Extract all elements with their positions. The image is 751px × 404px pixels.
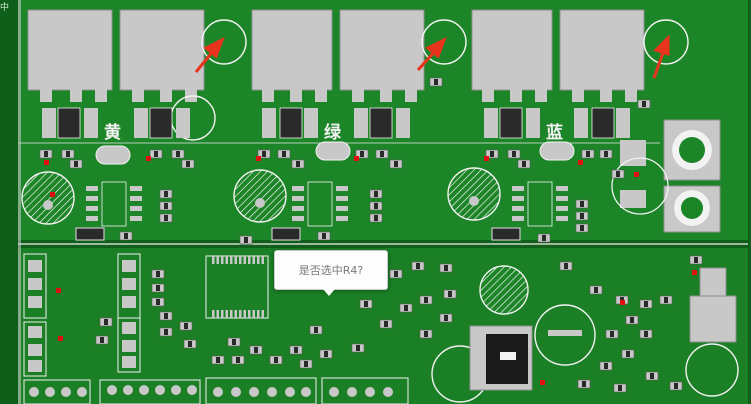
- tooltip-text: 是否选中R4?: [298, 264, 364, 277]
- smd-transistor-row[interactable]: [42, 107, 630, 139]
- soic-chips[interactable]: [86, 181, 568, 227]
- red-arrow-icon: [194, 34, 670, 79]
- sot-transistors[interactable]: [75, 227, 521, 241]
- voltage-regulator[interactable]: [469, 267, 737, 391]
- bottom-connectors[interactable]: [23, 377, 409, 404]
- silk-label-blue: 蓝: [546, 123, 563, 143]
- large-pad-group[interactable]: [27, 9, 645, 91]
- fpc-connector[interactable]: [205, 255, 269, 319]
- power-connector[interactable]: [611, 119, 721, 233]
- pad-legs: [40, 88, 637, 102]
- select-component-tooltip[interactable]: 是否选中R4?: [274, 250, 388, 296]
- corner-label: 中: [0, 3, 10, 13]
- silk-label-yellow: 黄: [104, 123, 121, 143]
- silk-label-green: 绿: [324, 123, 341, 143]
- polarity-markers: [44, 156, 697, 385]
- pin-header-left[interactable]: [23, 253, 141, 377]
- smd-passives[interactable]: [39, 77, 703, 393]
- electrolytic-capacitors[interactable]: [21, 167, 739, 403]
- oval-components[interactable]: [95, 141, 575, 165]
